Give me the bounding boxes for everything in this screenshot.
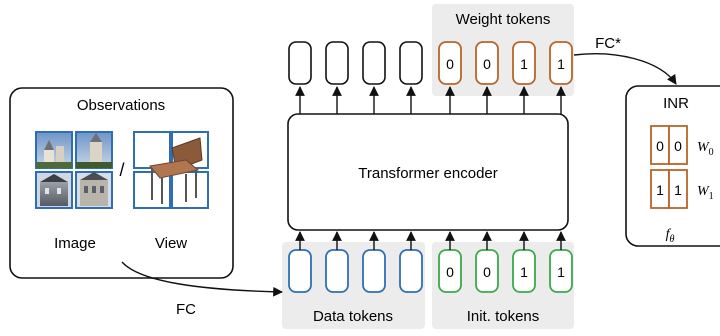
init-token-value: 1 (520, 264, 528, 280)
weight-token (512, 41, 536, 85)
inr-box (625, 85, 720, 247)
output-token (399, 41, 423, 85)
inr-weight-name: W0 (697, 140, 714, 158)
weight-token-value: 0 (446, 56, 454, 72)
output-token (362, 41, 386, 85)
weight-tokens-label: Weight tokens (456, 11, 551, 28)
transformer-encoder-box (287, 113, 569, 231)
inr-weight-cell (668, 169, 688, 209)
fc-arrow (121, 261, 283, 297)
observations-separator: / (119, 160, 124, 180)
output-tokens (288, 41, 423, 85)
transformer-encoder-label: Transformer encoder (358, 165, 498, 182)
inr-weight-value: 1 (674, 182, 682, 198)
init-token-value: 1 (557, 264, 565, 280)
weight-token-value: 1 (520, 56, 528, 72)
data-tokens-label: Data tokens (313, 308, 393, 325)
data-token (362, 249, 386, 293)
inr-weight-name: W1 (697, 184, 714, 202)
input-encoder-arrows (295, 231, 566, 250)
data-token (399, 249, 423, 293)
inr-weight-row: 0 0 W0 (650, 125, 714, 165)
output-token (325, 41, 349, 85)
encoder-output-arrows (295, 86, 566, 114)
weight-token (475, 41, 499, 85)
observations-title: Observations (77, 97, 165, 114)
view-tile (171, 171, 209, 209)
chair-icon (149, 137, 203, 204)
weight-token (438, 41, 462, 85)
data-tokens-panel (282, 242, 425, 329)
inr-weight-value: 0 (656, 138, 664, 154)
image-tiles (35, 131, 113, 209)
init-tokens-label: Init. tokens (467, 308, 540, 325)
inr-weight-value: 0 (674, 138, 682, 154)
output-token (288, 41, 312, 85)
weight-token (549, 41, 573, 85)
inr-weight-value: 1 (656, 182, 664, 198)
inr-weight-cell (668, 125, 688, 165)
weight-token-value: 1 (557, 56, 565, 72)
inr-function-label: fθ (666, 227, 675, 245)
view-label: View (155, 235, 187, 252)
weight-tokens: 0 0 1 1 (438, 41, 573, 85)
image-tile (35, 131, 73, 169)
image-label: Image (54, 235, 96, 252)
weight-tokens-panel (432, 4, 574, 96)
view-tile (133, 131, 171, 169)
data-token (325, 249, 349, 293)
image-tile (35, 171, 73, 209)
fc-star-arrow (573, 53, 677, 85)
fc-star-label: FC* (595, 35, 621, 52)
init-token-value: 0 (446, 264, 454, 280)
init-token-value: 0 (483, 264, 491, 280)
init-tokens-panel (432, 242, 574, 329)
fc-label: FC (176, 301, 196, 318)
image-tile (75, 131, 113, 169)
data-token (288, 249, 312, 293)
inr-weight-row: 1 1 W1 (650, 169, 714, 209)
image-tile (75, 171, 113, 209)
weight-token-value: 0 (483, 56, 491, 72)
inr-title: INR (663, 95, 689, 112)
